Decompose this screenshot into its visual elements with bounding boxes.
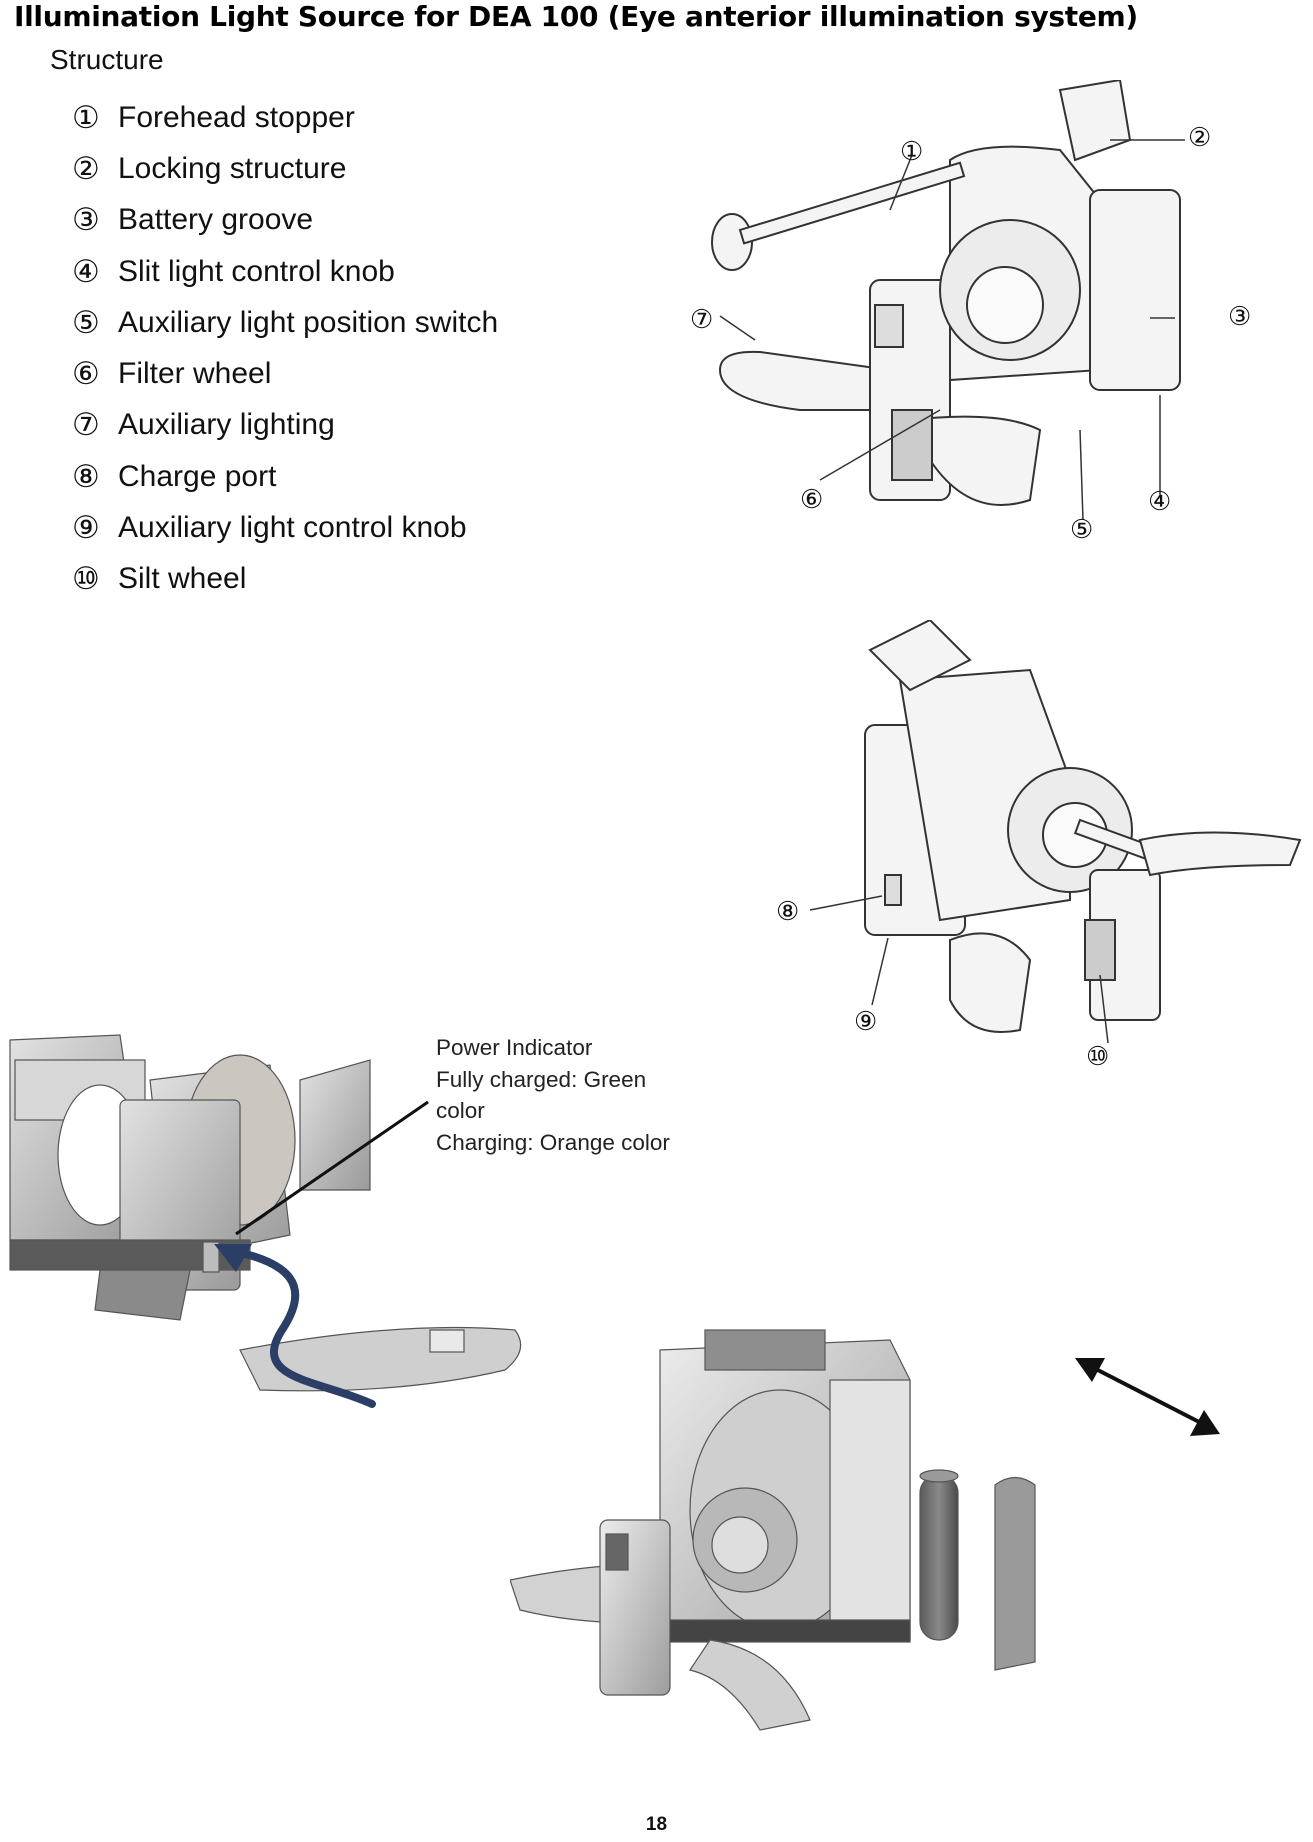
callout-5-label: ⑤ [1070, 515, 1093, 545]
parts-list: ① Forehead stopper ② Locking structure ③ Ba… [72, 92, 498, 605]
callout-7-label: ⑦ [690, 305, 713, 335]
device-front-view-drawing: ① ② ③ ④ ⑤ ⑥ ⑦ [690, 80, 1251, 545]
device-front-view-figure: ① ② ③ ④ ⑤ ⑥ ⑦ [680, 80, 1280, 560]
item-number: ④ [72, 253, 100, 290]
device-rear-view-figure: ⑧ ⑨ ⑩ [770, 620, 1310, 1080]
callout-3-label: ③ [1228, 302, 1251, 332]
list-item: ⑦ Auxiliary lighting [72, 400, 498, 451]
item-label: Forehead stopper [118, 100, 355, 134]
section-heading: Structure [50, 44, 164, 75]
note-line: Power Indicator [436, 1035, 593, 1060]
item-number: ② [72, 150, 100, 187]
item-label: Auxiliary light position switch [118, 305, 499, 339]
list-item: ⑩ Silt wheel [72, 554, 498, 605]
list-item: ④ Slit light control knob [72, 246, 498, 297]
item-number: ⑦ [72, 407, 100, 444]
list-item: ⑨ Auxiliary light control knob [72, 502, 498, 553]
item-number: ① [72, 99, 100, 136]
item-number: ⑧ [72, 458, 100, 495]
page-title: Illumination Light Source for DEA 100 (E… [14, 0, 1138, 33]
list-item: ⑤ Auxiliary light position switch [72, 297, 498, 348]
battery-replacement-render [510, 1329, 1036, 1731]
battery-replacement-figure [510, 1320, 1300, 1740]
item-label: Auxiliary light control knob [118, 511, 467, 545]
note-line: Charging: Orange color [436, 1129, 670, 1155]
list-item: ⑧ Charge port [72, 451, 498, 502]
item-number: ⑥ [72, 356, 100, 393]
item-label: Silt wheel [118, 562, 247, 596]
list-item: ⑥ Filter wheel [72, 348, 498, 399]
list-item: ③ Battery groove [72, 195, 498, 246]
power-indicator-note: Power Indicator Fully charged: Green col… [436, 1032, 696, 1158]
list-item: ① Forehead stopper [72, 92, 498, 143]
item-label: Locking structure [118, 151, 347, 185]
note-line: Fully charged: Green [436, 1066, 647, 1092]
item-label: Battery groove [118, 203, 314, 237]
item-number: ③ [72, 202, 100, 239]
item-number: ⑨ [72, 510, 100, 547]
item-number: ⑩ [72, 561, 100, 598]
item-label: Slit light control knob [118, 254, 395, 288]
item-label: Filter wheel [118, 357, 272, 391]
callout-10-label: ⑩ [1086, 1042, 1109, 1072]
list-item: ② Locking structure [72, 143, 498, 194]
item-number: ⑤ [72, 304, 100, 341]
callout-8-label: ⑧ [776, 897, 799, 927]
callout-6-label: ⑥ [800, 485, 823, 515]
page-number: 18 [645, 1814, 668, 1835]
device-rear-view-drawing: ⑧ ⑨ ⑩ [776, 620, 1302, 1072]
note-line: color [436, 1098, 485, 1123]
callout-2-label: ② [1188, 123, 1211, 153]
item-label: Charge port [118, 459, 277, 493]
callout-1-label: ① [900, 137, 923, 167]
callout-9-label: ⑨ [854, 1007, 877, 1037]
item-label: Auxiliary lighting [118, 408, 335, 442]
callout-4-label: ④ [1148, 487, 1171, 517]
